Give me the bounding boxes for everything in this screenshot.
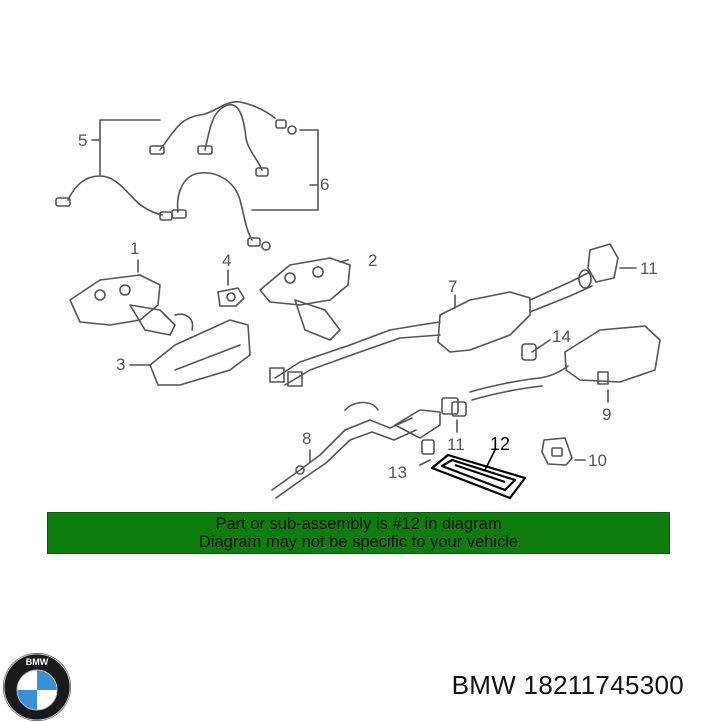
callout-1: 1 bbox=[130, 239, 139, 258]
catalytic-converter bbox=[269, 269, 593, 387]
oxygen-sensor-lower-left bbox=[55, 175, 173, 221]
oxygen-sensor-lower-right bbox=[171, 172, 271, 251]
part-info-banner: Part or sub-assembly is #12 in diagram D… bbox=[47, 512, 670, 554]
callout-9: 9 bbox=[602, 405, 611, 424]
callout-8: 8 bbox=[302, 429, 311, 448]
callout-6: 6 bbox=[320, 175, 329, 194]
small-gasket bbox=[421, 439, 435, 455]
exhaust-manifold-right bbox=[259, 257, 351, 341]
clamp-bottom bbox=[441, 397, 467, 417]
banner-line-2: Diagram may not be specific to your vehi… bbox=[198, 533, 519, 551]
callout-11-bottom: 11 bbox=[447, 435, 465, 454]
highlighted-part-12 bbox=[430, 449, 527, 500]
callout-13: 13 bbox=[388, 463, 407, 482]
part-number-label: BMW 18211745300 bbox=[451, 670, 684, 700]
callout-2: 2 bbox=[368, 251, 377, 270]
bmw-logo: BMW bbox=[3, 653, 71, 721]
callout-12: 12 bbox=[490, 434, 510, 454]
callout-3: 3 bbox=[116, 355, 125, 374]
rubber-mount bbox=[521, 343, 537, 361]
banner-line-1: Part or sub-assembly is #12 in diagram bbox=[215, 515, 502, 533]
callout-10: 10 bbox=[588, 451, 607, 470]
bmw-logo-text: BMW bbox=[26, 657, 49, 667]
gasket bbox=[217, 287, 245, 307]
oxygen-sensor-upper-left bbox=[149, 101, 297, 155]
callout-4: 4 bbox=[222, 251, 231, 270]
oxygen-sensor-middle bbox=[197, 104, 269, 177]
callout-5: 5 bbox=[78, 131, 87, 150]
callout-7: 7 bbox=[448, 277, 457, 296]
exhaust-manifold-left bbox=[69, 274, 194, 336]
front-exhaust-pipe bbox=[271, 401, 441, 499]
rubber-hanger bbox=[541, 437, 573, 466]
clamp-top bbox=[587, 243, 619, 283]
exhaust-system-diagram: 1 2 3 4 5 6 7 8 9 10 11 11 12 13 14 bbox=[55, 101, 661, 500]
rear-muffler bbox=[469, 325, 661, 401]
heat-shield bbox=[149, 319, 251, 386]
callout-14: 14 bbox=[552, 327, 571, 346]
callout-11-top: 11 bbox=[640, 259, 658, 278]
